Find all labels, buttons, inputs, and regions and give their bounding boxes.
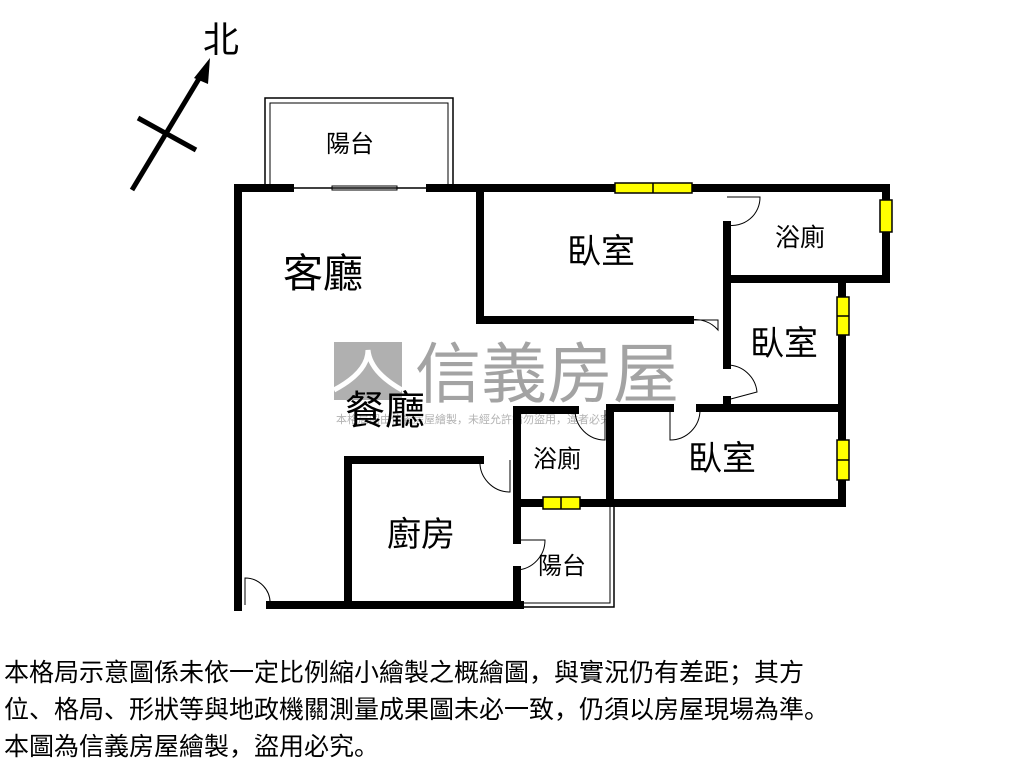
door-bathroom-1 bbox=[726, 196, 761, 226]
door-bedroom-1 bbox=[689, 319, 719, 332]
disclaimer-line-1: 本格局示意圖係未依一定比例縮小繪製之概繪圖，與實況仍有差距；其方 bbox=[4, 658, 805, 687]
balcony-bottom-outline bbox=[520, 505, 615, 608]
room-label-bedroom-3: 臥室 bbox=[688, 439, 756, 479]
room-label-bedroom-2: 臥室 bbox=[750, 324, 818, 364]
floor-plan: 北 信義房屋 本格局圖由信義房屋繪製，未經允許請勿盜用，違者必究 bbox=[129, 20, 893, 611]
room-label-balcony-top: 陽台 bbox=[326, 130, 374, 158]
disclaimer: 本格局示意圖係未依一定比例縮小繪製之概繪圖，與實況仍有差距；其方 位、格局、形狀… bbox=[4, 654, 1024, 765]
door-bedroom-2 bbox=[726, 364, 758, 401]
disclaimer-line-2: 位、格局、形狀等與地政機關測量成果圖未必一致，仍須以房屋現場為準。 bbox=[4, 695, 830, 724]
door-entrance bbox=[244, 577, 271, 606]
windows bbox=[542, 182, 893, 510]
watermark: 信義房屋 本格局圖由信義房屋繪製，未經允許請勿盜用，違者必究 bbox=[332, 336, 679, 426]
room-label-bedroom-1: 臥室 bbox=[567, 232, 635, 272]
watermark-notice: 本格局圖由信義房屋繪製，未經允許請勿盜用，違者必究 bbox=[336, 412, 611, 426]
watermark-brand: 信義房屋 bbox=[415, 336, 679, 413]
door-bedroom-3 bbox=[669, 408, 701, 441]
door-bathroom-2-side bbox=[479, 459, 511, 493]
door-bathroom-2 bbox=[574, 409, 606, 441]
room-label-dining-room: 餐廳 bbox=[345, 388, 425, 434]
window bbox=[879, 199, 893, 233]
room-label-kitchen: 廚房 bbox=[387, 515, 455, 555]
north-label: 北 bbox=[203, 20, 239, 61]
compass: 北 bbox=[129, 20, 239, 192]
north-arrow-head-icon bbox=[194, 58, 210, 84]
door-balcony bbox=[516, 539, 546, 571]
room-label-bathroom-2: 浴廁 bbox=[533, 445, 581, 473]
room-label-living-room: 客廳 bbox=[283, 251, 363, 297]
room-label-balcony-bottom: 陽台 bbox=[538, 552, 586, 580]
sliding-door bbox=[292, 185, 428, 191]
north-arrow-icon bbox=[129, 70, 206, 192]
walls bbox=[234, 184, 890, 611]
room-label-bathroom-1: 浴廁 bbox=[775, 223, 825, 252]
compass-cross-line bbox=[136, 115, 198, 153]
disclaimer-line-3: 本圖為信義房屋繪製，盜用必究。 bbox=[4, 732, 380, 761]
doors bbox=[244, 196, 761, 606]
